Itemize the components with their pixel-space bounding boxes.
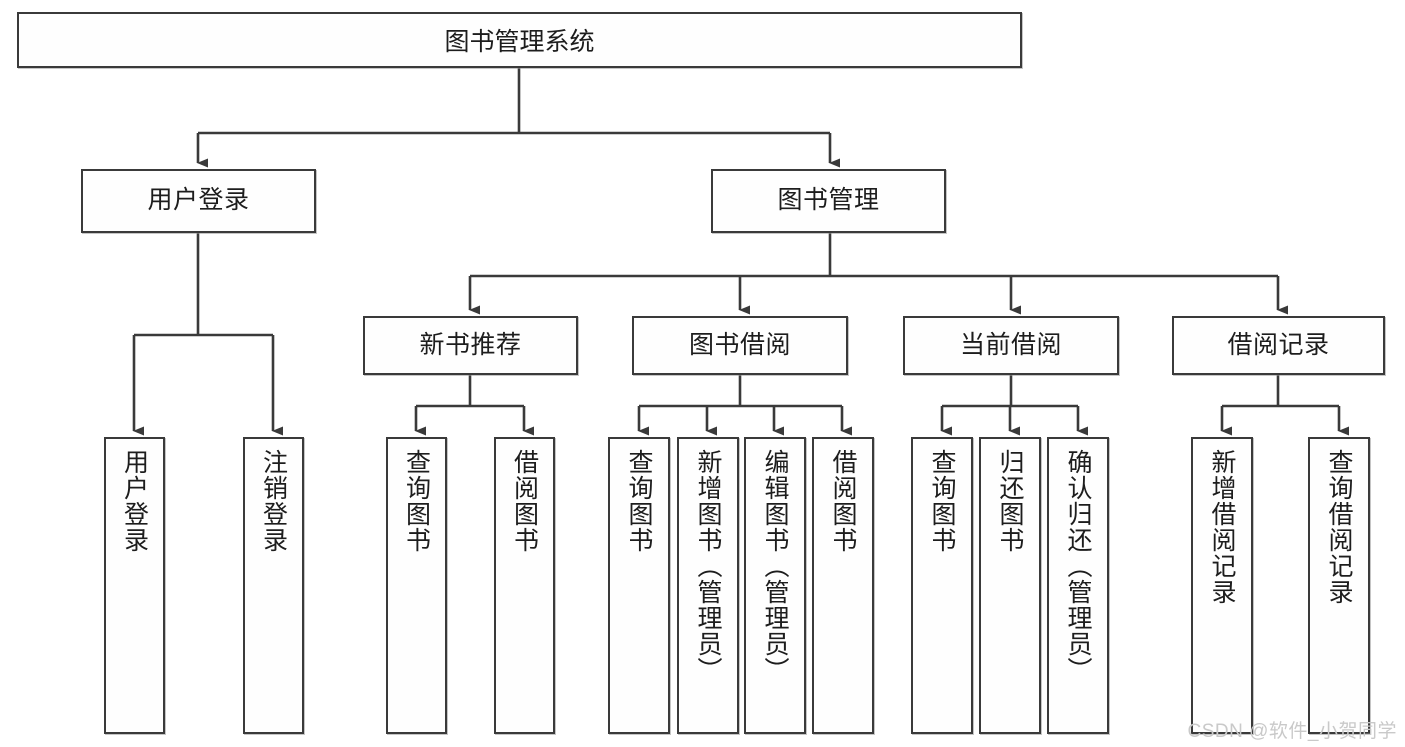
leaf-borrow-query-book[interactable]: 查询图书 — [608, 437, 670, 734]
leaf-borrow-edit-book-label: 编辑图书（管理员） — [761, 449, 789, 683]
leaf-borrow-add-book[interactable]: 新增图书（管理员） — [677, 437, 739, 734]
node-book-borrow-label: 图书借阅 — [688, 330, 791, 359]
node-current-borrow[interactable]: 当前借阅 — [903, 316, 1119, 375]
watermark: CSDN @软件_小贺同学 — [1187, 721, 1397, 742]
node-borrow-record-label: 借阅记录 — [1227, 330, 1330, 359]
node-book-management-label: 图书管理 — [777, 186, 880, 215]
leaf-user-login-label: 用户登录 — [120, 449, 149, 553]
leaf-current-return-book[interactable]: 归还图书 — [979, 437, 1041, 734]
leaf-current-query-book[interactable]: 查询图书 — [911, 437, 973, 734]
leaf-borrow-edit-book[interactable]: 编辑图书（管理员） — [744, 437, 806, 734]
node-book-borrow[interactable]: 图书借阅 — [632, 316, 848, 375]
leaf-newbook-query-book[interactable]: 查询图书 — [386, 437, 447, 734]
node-user-login[interactable]: 用户登录 — [81, 169, 316, 233]
node-root[interactable]: 图书管理系统 — [17, 12, 1022, 68]
node-user-login-label: 用户登录 — [147, 186, 250, 215]
leaf-borrow-borrow-book-label: 借阅图书 — [829, 449, 857, 553]
node-root-label: 图书管理系统 — [444, 28, 595, 56]
leaf-current-confirm-return[interactable]: 确认归还（管理员） — [1047, 437, 1109, 734]
leaf-record-add[interactable]: 新增借阅记录 — [1191, 437, 1253, 734]
node-book-management[interactable]: 图书管理 — [711, 169, 946, 233]
leaf-newbook-query-book-label: 查询图书 — [402, 449, 431, 553]
leaf-current-return-book-label: 归还图书 — [996, 449, 1024, 553]
leaf-user-login[interactable]: 用户登录 — [104, 437, 165, 734]
leaf-logout-label: 注销登录 — [259, 449, 288, 553]
leaf-current-query-book-label: 查询图书 — [928, 449, 956, 553]
node-new-book-recommend-label: 新书推荐 — [419, 330, 522, 359]
leaf-newbook-borrow-book[interactable]: 借阅图书 — [494, 437, 555, 734]
leaf-record-query[interactable]: 查询借阅记录 — [1308, 437, 1370, 734]
leaf-logout[interactable]: 注销登录 — [243, 437, 304, 734]
node-new-book-recommend[interactable]: 新书推荐 — [363, 316, 578, 375]
leaf-current-confirm-return-label: 确认归还（管理员） — [1064, 449, 1092, 683]
leaf-borrow-add-book-label: 新增图书（管理员） — [694, 449, 722, 683]
leaf-borrow-borrow-book[interactable]: 借阅图书 — [812, 437, 874, 734]
leaf-newbook-borrow-book-label: 借阅图书 — [510, 449, 539, 553]
node-current-borrow-label: 当前借阅 — [959, 330, 1062, 359]
node-borrow-record[interactable]: 借阅记录 — [1172, 316, 1385, 375]
leaf-borrow-query-book-label: 查询图书 — [625, 449, 653, 553]
leaf-record-add-label: 新增借阅记录 — [1208, 449, 1236, 605]
leaf-record-query-label: 查询借阅记录 — [1325, 449, 1353, 605]
